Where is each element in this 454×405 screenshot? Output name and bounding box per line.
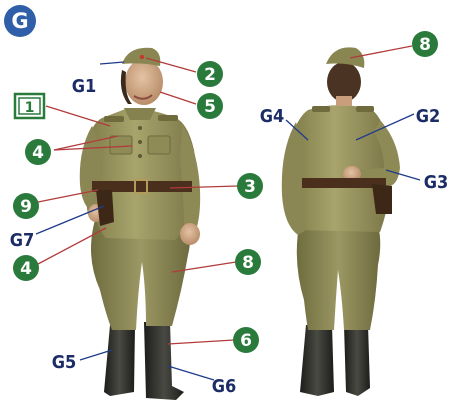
leader-line-g1 xyxy=(100,62,124,64)
callout-number: 6 xyxy=(240,331,252,351)
part-label-g6: G6 xyxy=(212,376,237,397)
callout-number: 4 xyxy=(32,143,44,163)
section-badge-letter: G xyxy=(11,9,28,33)
front-right-boot xyxy=(144,322,184,400)
front-left-epaulette xyxy=(104,116,124,122)
callout-number: 1 xyxy=(25,100,35,116)
part-label-g4: G4 xyxy=(260,106,285,127)
front-left-boot xyxy=(104,325,135,396)
back-figure xyxy=(282,47,400,396)
back-right-boot xyxy=(344,325,370,396)
back-left-epaulette xyxy=(312,106,330,112)
front-cap-star xyxy=(140,55,144,59)
front-right-pocket xyxy=(148,136,170,154)
callout-4-chest: 4 xyxy=(25,139,51,165)
front-button xyxy=(138,140,142,144)
back-trousers xyxy=(297,215,380,330)
leader-line-6 xyxy=(168,340,234,344)
callout-6: 6 xyxy=(233,327,259,353)
callout-8-front: 8 xyxy=(235,249,261,275)
front-button xyxy=(138,154,142,158)
section-badge: G xyxy=(4,5,36,37)
callout-number: 8 xyxy=(242,253,254,273)
leader-line-1 xyxy=(46,106,110,126)
part-label-g3: G3 xyxy=(424,172,449,193)
leader-line-5 xyxy=(160,92,196,104)
back-right-epaulette xyxy=(356,106,374,112)
leader-line-g6 xyxy=(168,366,214,380)
front-right-hand xyxy=(180,223,200,245)
back-neck xyxy=(336,96,352,106)
callout-2: 2 xyxy=(197,61,223,87)
front-right-epaulette xyxy=(158,115,178,121)
callout-number: 9 xyxy=(20,197,32,217)
part-label-g5: G5 xyxy=(52,352,77,373)
callout-number: 2 xyxy=(204,65,216,85)
part-label-g7: G7 xyxy=(10,230,35,251)
callout-number: 8 xyxy=(419,35,431,55)
callout-8-back: 8 xyxy=(412,31,438,57)
callout-3: 3 xyxy=(237,173,263,199)
callout-5: 5 xyxy=(197,93,223,119)
part-label-g2: G2 xyxy=(416,106,441,127)
back-left-boot xyxy=(300,325,334,396)
front-figure xyxy=(80,48,200,400)
part-label-g1: G1 xyxy=(72,76,97,97)
callout-number: 5 xyxy=(204,97,216,117)
callout-number: 3 xyxy=(244,177,256,197)
back-tunic xyxy=(289,105,390,232)
front-left-pocket xyxy=(110,136,132,154)
callout-4-holster: 4 xyxy=(13,255,39,281)
callout-9: 9 xyxy=(13,193,39,219)
callout-number: 4 xyxy=(20,259,32,279)
front-button xyxy=(138,126,142,130)
callout-1-boxed: 1 xyxy=(15,94,44,118)
